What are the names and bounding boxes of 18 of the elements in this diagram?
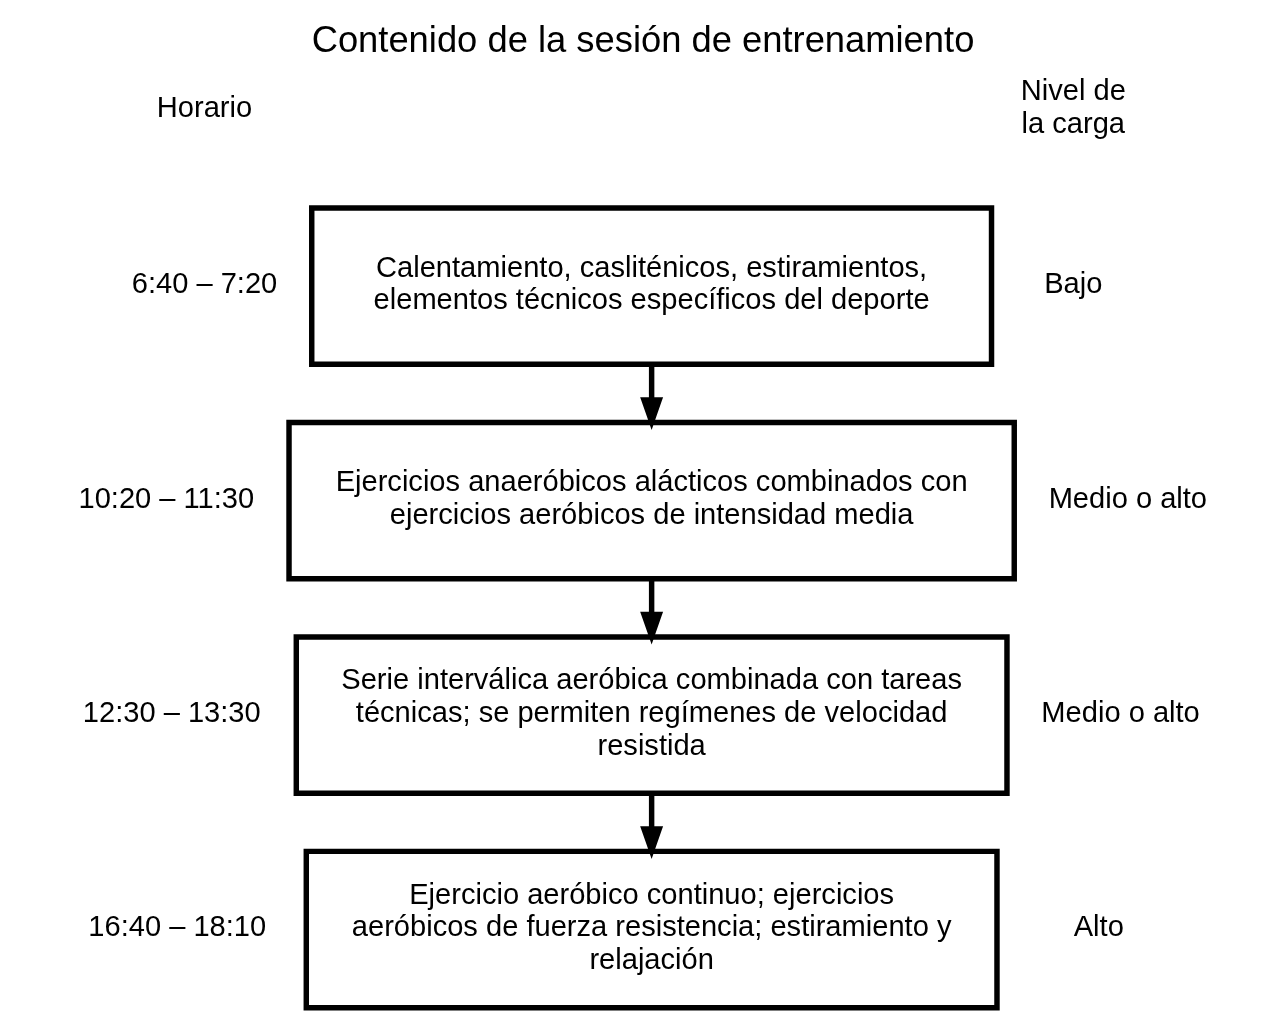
diagram-title: Contenido de la sesión de entrenamiento [311, 18, 975, 60]
node-box: Serie interválica aeróbica combinada con tareas técnicas; se permiten regímenes de velocidad resistida [293, 634, 1010, 796]
node-box: Ejercicios anaeróbicos alácticos combinados con ejercicios aeróbicos de intensidad media [286, 419, 1017, 582]
node-box: Ejercicio aeróbico continuo; ejercicios aeróbicos de fuerza resistencia; estiramiento y relajación [303, 848, 1000, 1011]
node-label: Medio o alto [1048, 481, 1208, 514]
label: Horario [156, 90, 253, 123]
arrow [640, 364, 664, 430]
node-label: Medio o alto [1041, 695, 1200, 728]
node-label: 6:40 – 7:20 [131, 267, 278, 300]
node-box: Calentamiento, casliténicos, estiramientos, elementos técnicos específicos del deporte [309, 205, 995, 367]
node-label: 12:30 – 13:30 [82, 695, 261, 728]
node-label: 10:20 – 11:30 [78, 481, 255, 514]
node-label: Alto [1073, 910, 1124, 943]
arrow [640, 579, 664, 645]
node-label: 16:40 – 18:10 [88, 910, 267, 943]
node-label: Bajo [1044, 267, 1103, 300]
arrow [640, 793, 664, 859]
label: Nivel de la carga [1020, 74, 1126, 140]
